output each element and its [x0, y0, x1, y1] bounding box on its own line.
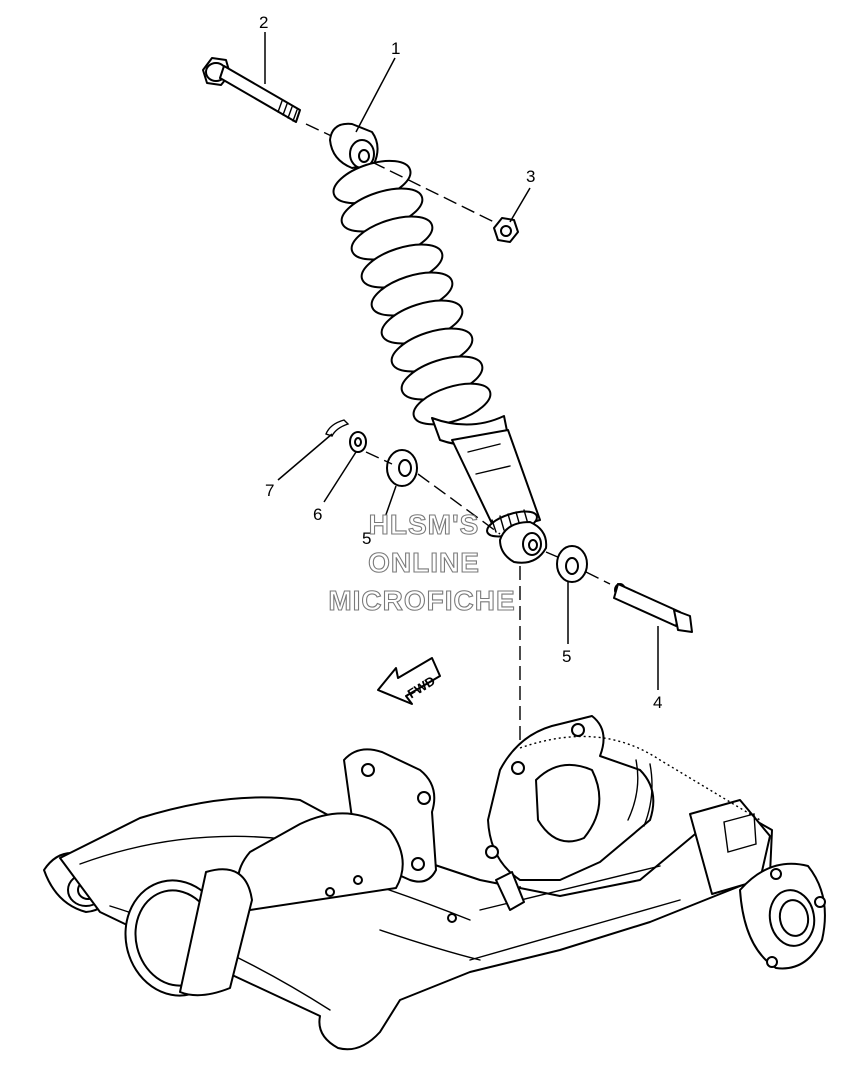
shock-absorber [329, 122, 548, 564]
lower-bolt [613, 583, 693, 633]
watermark-line-2: ONLINE [368, 547, 480, 578]
upper-bolt [202, 57, 341, 141]
callout-7: 7 [265, 481, 274, 500]
watermark-line-3: MICROFICHE [328, 585, 515, 616]
callout-1: 1 [391, 39, 400, 58]
leader-lines [264, 32, 659, 690]
callout-2: 2 [259, 13, 268, 32]
callout-3: 3 [526, 167, 535, 186]
fwd-arrow: FWD [377, 657, 441, 705]
bushing-5-right [556, 545, 588, 583]
callout-5-left: 5 [362, 529, 371, 548]
spring [332, 159, 509, 447]
callout-6: 6 [313, 505, 322, 524]
watermark: HLSM'S ONLINE MICROFICHE [328, 508, 515, 616]
bushing-5-left [386, 449, 418, 487]
callout-5-right: 5 [562, 647, 571, 666]
washer-6 [349, 431, 367, 453]
callouts: 2 1 3 4 5 5 6 7 [259, 13, 662, 712]
cotter-pin [325, 419, 350, 437]
callout-4: 4 [653, 693, 662, 712]
watermark-line-1: HLSM'S [369, 509, 480, 540]
swing-arm [43, 715, 826, 1051]
nut [493, 217, 519, 243]
